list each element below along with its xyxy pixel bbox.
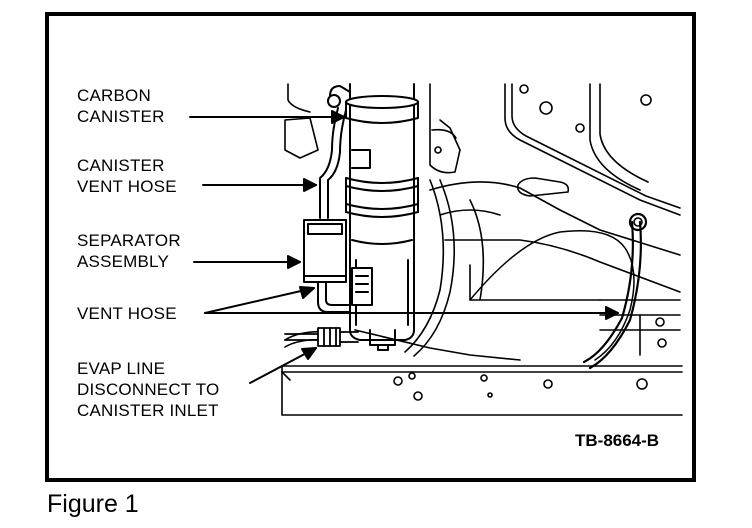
carbon-canister <box>327 83 419 351</box>
callout-line: CANISTER <box>77 156 165 175</box>
callout-line: CANISTER <box>77 107 165 126</box>
canister-vent-hose <box>319 107 347 219</box>
evap-line-connector <box>284 327 359 347</box>
figure-frame <box>45 12 696 482</box>
callout-carbon-canister: CARBON CANISTER <box>77 85 165 127</box>
callout-line: VENT HOSE <box>77 177 177 196</box>
callout-evap-line: EVAP LINE DISCONNECT TO CANISTER INLET <box>77 358 219 421</box>
callout-line: CARBON <box>77 86 151 105</box>
callout-line: ASSEMBLY <box>77 252 169 271</box>
callout-separator-assembly: SEPARATOR ASSEMBLY <box>77 230 181 272</box>
separator-assembly <box>303 219 351 313</box>
figure-caption: Figure 1 <box>47 490 139 518</box>
callout-leaders <box>189 110 619 384</box>
callout-line: CANISTER INLET <box>77 401 219 420</box>
right-vent-hose <box>469 212 648 370</box>
callout-canister-vent-hose: CANISTER VENT HOSE <box>77 155 177 197</box>
callout-line: DISCONNECT TO <box>77 380 220 399</box>
vehicle-frame-background <box>281 83 683 416</box>
document-id: TB-8664-B <box>575 431 660 450</box>
callout-line: VENT HOSE <box>77 304 177 323</box>
callout-line: SEPARATOR <box>77 231 181 250</box>
callout-vent-hose: VENT HOSE <box>77 303 177 324</box>
callout-line: EVAP LINE <box>77 359 166 378</box>
